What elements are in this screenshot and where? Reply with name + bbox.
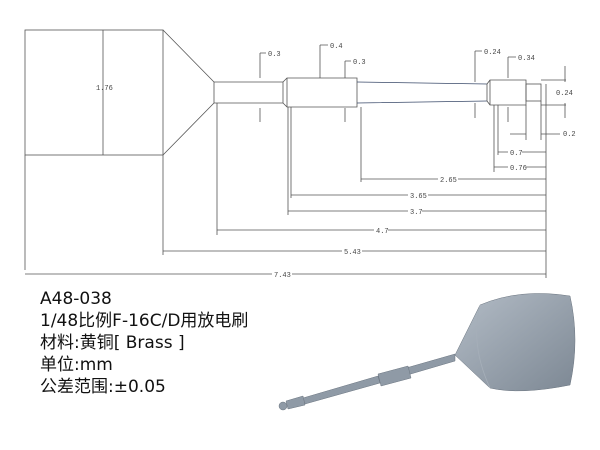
unit: 单位:mm <box>40 355 113 375</box>
tip-outline <box>525 83 542 102</box>
model-shaft <box>278 353 456 411</box>
head-outline <box>24 29 164 156</box>
tolerance: 公差范围:±0.05 <box>40 377 166 397</box>
dim-0-3-b: 0.3 <box>353 59 366 67</box>
part-title: 1/48比例F-16C/D用放电刷 <box>40 311 249 331</box>
shaft-outline <box>214 81 283 104</box>
dim-1-76: 1.76 <box>96 85 113 93</box>
dim-4-7: 4.7 <box>376 228 389 236</box>
dim-7-43: 7.43 <box>274 272 291 280</box>
dim-5-43: 5.43 <box>344 249 361 257</box>
technical-drawing: 1.76 0.3 0.4 0.3 0.24 0.34 0.24 0.2 0.7 … <box>24 29 576 280</box>
dim-3-65: 3.65 <box>410 193 427 201</box>
taper-outline <box>356 81 488 104</box>
dim-0-4: 0.4 <box>330 43 343 51</box>
dim-0-2: 0.2 <box>563 131 576 139</box>
dim-3-7: 3.7 <box>410 209 423 217</box>
dim-0-34: 0.34 <box>518 55 535 63</box>
part-info: A48-038 1/48比例F-16C/D用放电刷 材料:黄铜[ Brass ]… <box>40 288 248 398</box>
model-head <box>454 293 576 392</box>
dim-0-7: 0.7 <box>510 150 523 158</box>
dim-2-65: 2.65 <box>440 177 457 185</box>
cone-outline <box>162 29 215 156</box>
dim-0-24-b: 0.24 <box>556 90 573 98</box>
dim-0-3-a: 0.3 <box>268 51 281 59</box>
dim-0-76: 0.76 <box>510 165 527 173</box>
dim-0-24-a: 0.24 <box>484 49 501 57</box>
collar-outline <box>282 77 358 108</box>
material: 材料:黄铜[ Brass ] <box>40 333 185 353</box>
part-number: A48-038 <box>40 289 112 309</box>
